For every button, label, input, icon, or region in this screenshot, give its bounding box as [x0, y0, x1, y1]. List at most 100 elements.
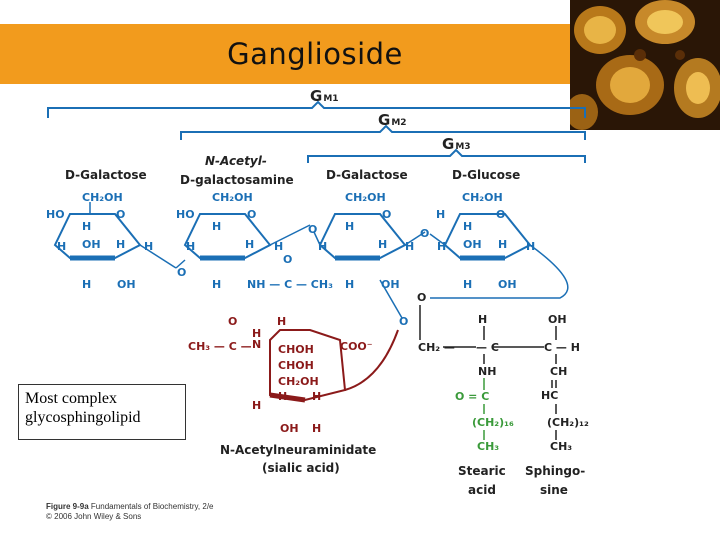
svg-text:O: O — [496, 208, 505, 221]
slide-title: Ganglioside — [227, 37, 403, 71]
ring-glucose: CH₂OH O H H H OH H H H OH O — [417, 191, 569, 304]
gm1-label: GM1 — [310, 87, 339, 105]
svg-text:— C: — C — [476, 341, 499, 354]
svg-text:N: N — [252, 338, 261, 351]
gm3-label: GM3 — [442, 135, 471, 153]
micrograph-photo — [570, 0, 720, 130]
svg-text:H: H — [277, 315, 286, 328]
credit-book: Fundamentals of Biochemistry, 2/e — [90, 502, 214, 511]
svg-text:HC: HC — [541, 389, 558, 402]
svg-text:H: H — [463, 220, 472, 233]
svg-text:OH: OH — [381, 278, 400, 291]
svg-text:CH₂OH: CH₂OH — [345, 191, 386, 204]
svg-text:NH — C — CH₃: NH — C — CH₃ — [247, 278, 333, 291]
title-banner — [0, 24, 600, 84]
svg-text:NH: NH — [478, 365, 496, 378]
svg-text:H: H — [82, 278, 91, 291]
svg-text:H: H — [144, 240, 153, 253]
stearic-label-1: Stearic — [458, 464, 506, 478]
svg-text:OH: OH — [117, 278, 136, 291]
svg-text:H: H — [252, 327, 261, 340]
svg-text:OH: OH — [498, 278, 517, 291]
svg-text:O: O — [116, 208, 125, 221]
svg-text:(CH₂)₁₆: (CH₂)₁₆ — [472, 416, 514, 429]
ring-galnac: CH₂OH O HO H H H H H NH — C — CH₃ O O — [175, 191, 333, 291]
caption-line-1: Most complex — [25, 390, 117, 407]
svg-text:H: H — [212, 220, 221, 233]
galactose2-label: D-Galactose — [326, 168, 408, 182]
svg-text:HO: HO — [176, 208, 195, 221]
svg-text:OH: OH — [548, 313, 567, 326]
gm2-label: GM2 — [378, 111, 407, 129]
figure-credit: Figure 9-9a Fundamentals of Biochemistry… — [46, 502, 214, 522]
svg-text:CH₃: CH₃ — [477, 440, 499, 453]
svg-text:HO: HO — [46, 208, 65, 221]
stearic-label-2: acid — [468, 483, 496, 497]
svg-text:H: H — [186, 240, 195, 253]
unit-labels: D-Galactose N-Acetyl- D-galactosamine D-… — [65, 154, 585, 497]
galactose1-label: D-Galactose — [65, 168, 147, 182]
glucose-label: D-Glucose — [452, 168, 520, 182]
sialic-label-1: N-Acetylneuraminidate — [220, 443, 376, 457]
svg-text:H: H — [312, 390, 321, 403]
svg-text:O: O — [420, 227, 429, 240]
svg-text:H: H — [478, 313, 487, 326]
caption-box: Most complex glycosphingolipid — [18, 384, 186, 440]
svg-text:O: O — [417, 291, 426, 304]
svg-text:CH₃ — C —: CH₃ — C — — [188, 340, 252, 353]
gm-brackets — [47, 100, 586, 163]
ganglioside-structure: GM1 GM2 GM3 D-Galactose N-Acetyl- D-gala… — [46, 87, 589, 497]
ceramide-unit: CH₂ — H — C OH C — H NH CH HC O = C (CH₂… — [418, 305, 589, 453]
galnac-label-1: N-Acetyl- — [205, 154, 267, 168]
svg-text:H: H — [278, 390, 287, 403]
svg-text:CH₂OH: CH₂OH — [82, 191, 123, 204]
sialic-acid-unit: O O CH₃ — C — H N H CHOH CHOH CH₂OH COO⁻… — [188, 315, 408, 435]
svg-text:OH: OH — [82, 238, 101, 251]
svg-text:CH₂ —: CH₂ — — [418, 341, 455, 354]
sphingo-label-1: Sphingo- — [525, 464, 585, 478]
svg-text:H: H — [116, 238, 125, 251]
galnac-label-2: D-galactosamine — [180, 173, 294, 187]
svg-text:O: O — [308, 223, 317, 236]
credit-copyright: © 2006 John Wiley & Sons — [46, 512, 142, 521]
svg-text:O: O — [283, 253, 292, 266]
svg-text:H: H — [378, 238, 387, 251]
svg-text:CHOH: CHOH — [278, 343, 314, 356]
svg-text:H: H — [318, 240, 327, 253]
svg-text:O = C: O = C — [455, 390, 489, 403]
svg-text:H: H — [252, 399, 261, 412]
svg-text:CH: CH — [550, 365, 567, 378]
ring-galactose-1: CH₂OH O HO H H OH H H H OH O — [46, 191, 186, 291]
svg-text:O: O — [177, 266, 186, 279]
svg-text:H: H — [82, 220, 91, 233]
svg-text:H: H — [405, 240, 414, 253]
svg-text:CH₂OH: CH₂OH — [462, 191, 503, 204]
svg-text:OH: OH — [280, 422, 299, 435]
svg-text:O: O — [382, 208, 391, 221]
svg-text:O: O — [228, 315, 237, 328]
sphingo-label-2: sine — [540, 483, 568, 497]
svg-text:O: O — [399, 315, 408, 328]
gm-labels: GM1 GM2 GM3 — [310, 87, 471, 153]
ring-galactose-2: CH₂OH O H H H H H OH O — [313, 191, 429, 319]
svg-text:H: H — [436, 208, 445, 221]
svg-text:H: H — [463, 278, 472, 291]
svg-text:COO⁻: COO⁻ — [340, 340, 373, 353]
svg-text:C — H: C — H — [544, 341, 580, 354]
svg-text:H: H — [345, 220, 354, 233]
svg-text:H: H — [345, 278, 354, 291]
svg-text:H: H — [437, 240, 446, 253]
svg-text:CH₂OH: CH₂OH — [212, 191, 253, 204]
svg-text:CH₂OH: CH₂OH — [278, 375, 319, 388]
credit-figure: Figure 9-9a — [46, 502, 89, 511]
svg-text:H: H — [498, 238, 507, 251]
svg-text:(CH₂)₁₂: (CH₂)₁₂ — [547, 416, 589, 429]
svg-text:H: H — [274, 240, 283, 253]
svg-text:H: H — [212, 278, 221, 291]
caption-line-2: glycosphingolipid — [25, 409, 141, 426]
svg-text:CHOH: CHOH — [278, 359, 314, 372]
svg-text:OH: OH — [463, 238, 482, 251]
svg-text:H: H — [245, 238, 254, 251]
svg-text:H: H — [57, 240, 66, 253]
svg-text:O: O — [247, 208, 256, 221]
